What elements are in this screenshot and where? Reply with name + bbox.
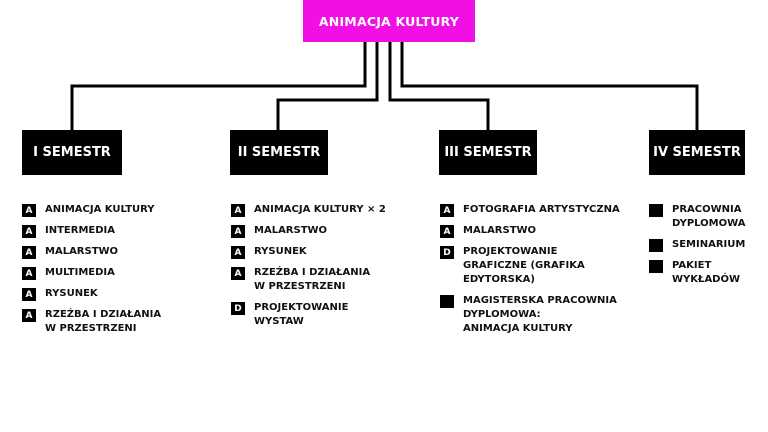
course-type-badge: A (22, 246, 36, 259)
course-item: A MALARSTWO (440, 224, 630, 238)
semester-1-header: I SEMESTR (22, 130, 122, 175)
course-item: A INTERMEDIA (22, 224, 212, 238)
course-type-badge: D (440, 246, 454, 259)
connector-3 (388, 42, 490, 130)
course-item: A RZEŹBA I DZIAŁANIA W PRZESTRZENI (22, 308, 212, 336)
semester-4-header: IV SEMESTR (649, 130, 745, 175)
course-name: MAGISTERSKA PRACOWNIA DYPLOMOWA: ANIMACJ… (463, 295, 617, 334)
course-name: MALARSTWO (45, 246, 119, 257)
connector-2 (276, 42, 379, 130)
course-name: PROJEKTOWANIE GRAFICZNE (GRAFIKA EDYTORS… (463, 246, 585, 285)
course-type-badge (649, 204, 663, 217)
course-item: A RZEŹBA I DZIAŁANIA W PRZESTRZENI (231, 266, 421, 294)
course-type-badge: D (231, 302, 245, 315)
course-name: FOTOGRAFIA ARTYSTYCZNA (463, 204, 620, 215)
course-type-badge: A (440, 225, 454, 238)
course-type-badge: A (231, 246, 245, 259)
course-type-badge (440, 295, 454, 308)
course-type-badge: A (231, 204, 245, 217)
semester-2-header: II SEMESTR (230, 130, 328, 175)
course-item: A RYSUNEK (22, 287, 212, 301)
course-name: ANIMACJA KULTURY × 2 (254, 204, 386, 215)
connector-1 (70, 42, 367, 130)
course-name: ANIMACJA KULTURY (45, 204, 155, 215)
course-item: A ANIMACJA KULTURY (22, 203, 212, 217)
course-type-badge: A (22, 288, 36, 301)
course-type-badge: A (231, 267, 245, 280)
course-name: RZEŹBA I DZIAŁANIA W PRZESTRZENI (45, 309, 162, 334)
course-item: D PROJEKTOWANIE WYSTAW (231, 301, 421, 329)
course-name: RZEŹBA I DZIAŁANIA W PRZESTRZENI (254, 267, 371, 292)
course-type-badge: A (22, 225, 36, 238)
semester-4-courses: PRACOWNIA DYPLOMOWA SEMINARIUM PAKIET WYKŁ… (649, 203, 768, 294)
course-name: PAKIET WYKŁADÓW (672, 260, 741, 285)
course-name: MULTIMEDIA (45, 267, 115, 278)
course-type-badge (649, 260, 663, 273)
course-item: D PROJEKTOWANIE GRAFICZNE (GRAFIKA EDYTOR… (440, 245, 630, 287)
course-item: A MULTIMEDIA (22, 266, 212, 280)
course-name: RYSUNEK (45, 288, 98, 299)
course-item: A ANIMACJA KULTURY × 2 (231, 203, 421, 217)
root-node: ANIMACJA KULTURY (303, 0, 475, 42)
course-name: RYSUNEK (254, 246, 307, 257)
course-type-badge: A (22, 204, 36, 217)
course-type-badge: A (22, 267, 36, 280)
course-item: MAGISTERSKA PRACOWNIA DYPLOMOWA: ANIMACJ… (440, 294, 630, 336)
course-item: PRACOWNIA DYPLOMOWA (649, 203, 768, 231)
course-type-badge (649, 239, 663, 252)
course-name: PROJEKTOWANIE WYSTAW (254, 302, 349, 327)
semester-3-courses: A FOTOGRAFIA ARTYSTYCZNA A MALARSTWO D PROJEK… (440, 203, 630, 343)
course-type-badge: A (440, 204, 454, 217)
course-item: A MALARSTWO (22, 245, 212, 259)
course-name: MALARSTWO (254, 225, 328, 236)
course-item: A RYSUNEK (231, 245, 421, 259)
course-name: SEMINARIUM (672, 239, 746, 250)
course-item: PAKIET WYKŁADÓW (649, 259, 768, 287)
course-type-badge: A (22, 309, 36, 322)
course-item: A FOTOGRAFIA ARTYSTYCZNA (440, 203, 630, 217)
course-item: SEMINARIUM (649, 238, 768, 252)
course-name: INTERMEDIA (45, 225, 115, 236)
course-name: MALARSTWO (463, 225, 537, 236)
connector-4 (400, 42, 699, 130)
course-name: PRACOWNIA DYPLOMOWA (672, 204, 746, 229)
course-type-badge: A (231, 225, 245, 238)
semester-3-header: III SEMESTR (439, 130, 537, 175)
course-item: A MALARSTWO (231, 224, 421, 238)
